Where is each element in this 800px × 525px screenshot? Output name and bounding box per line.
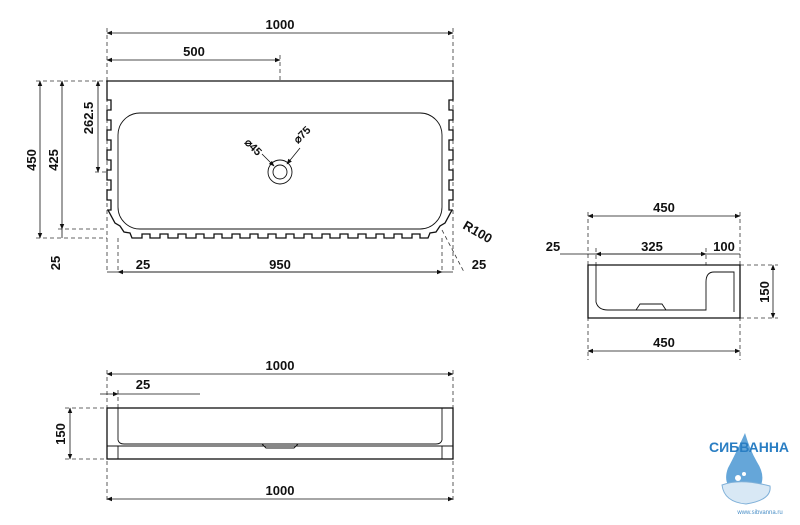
corner-radius-label: R100 (461, 218, 495, 247)
front-width-label: 1000 (266, 358, 295, 373)
side-left-label: 25 (546, 239, 560, 254)
top-inner-height-label: 425 (46, 149, 61, 171)
front-height-label: 150 (53, 423, 68, 445)
front-wall-label: 25 (136, 377, 150, 392)
front-bottom-width-label: 1000 (266, 483, 295, 498)
side-height-label: 150 (757, 281, 772, 303)
side-shelf-label: 100 (713, 239, 735, 254)
brand-url: www.sibvanna.ru (736, 510, 782, 516)
brand-logo: СИБВАННА www.sibvanna.ru (709, 433, 789, 516)
top-drain-offset-label: 262.5 (81, 102, 96, 135)
inner-width-label: 950 (269, 257, 291, 272)
left-wall-label: 25 (136, 257, 150, 272)
front-view: 1000 25 150 110 1000 (53, 358, 454, 503)
side-view: 450 25 325 100 150 450 (546, 200, 778, 360)
top-view: 1000 500 450 425 262.5 25 ⌀45 ⌀75 R100 2… (24, 17, 495, 275)
top-half-width-label: 500 (183, 44, 205, 59)
right-wall-label: 25 (472, 257, 486, 272)
top-height-label: 450 (24, 149, 39, 171)
side-width-label: 450 (653, 200, 675, 215)
top-width-label: 1000 (266, 17, 295, 32)
brand-name: СИБВАННА (709, 439, 789, 455)
top-bottom-offset-label: 25 (48, 256, 63, 270)
side-bowl-label: 325 (641, 239, 663, 254)
side-bottom-width-label: 450 (653, 335, 675, 350)
